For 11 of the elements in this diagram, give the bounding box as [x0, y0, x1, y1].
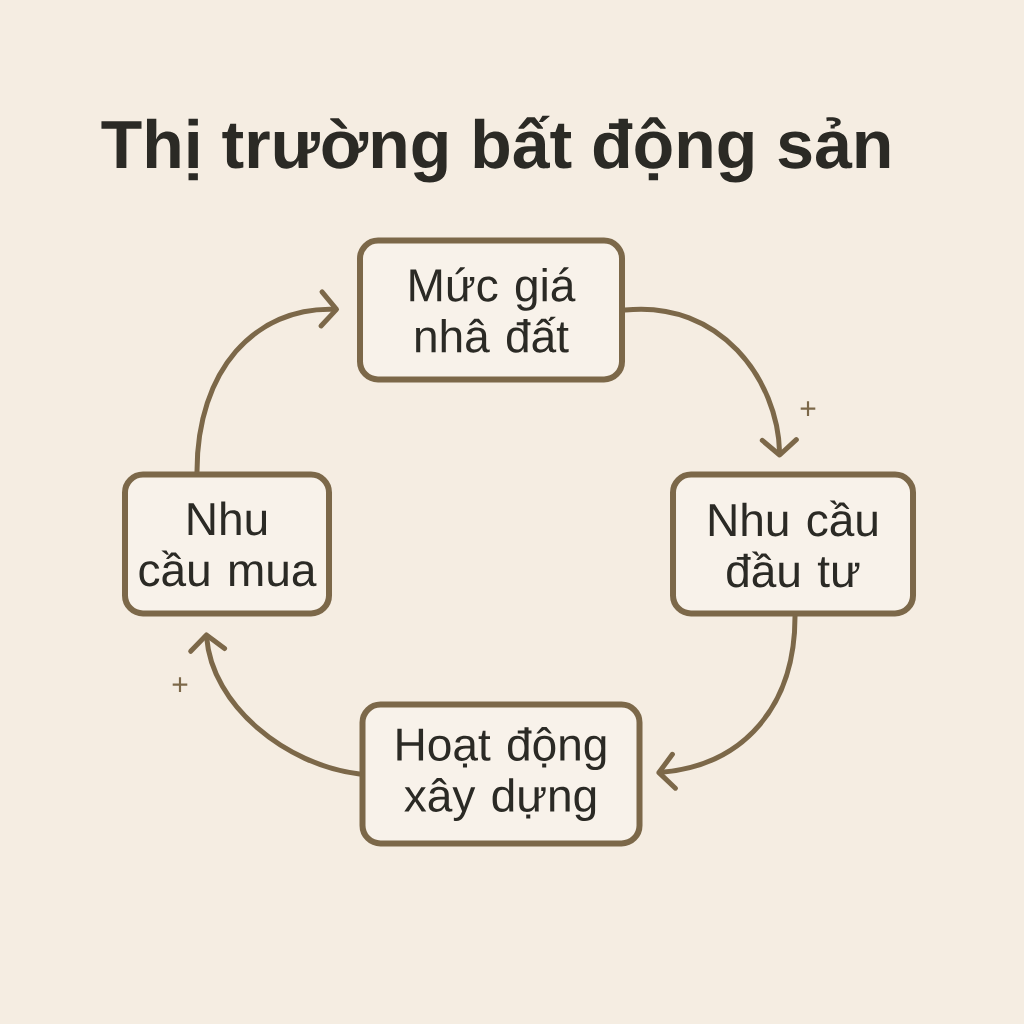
- title: Thị trường bất động sản: [101, 115, 890, 183]
- edge-label: +: [170, 676, 190, 696]
- process-box: Nhu cầu đầu tư: [670, 471, 916, 617]
- curved-arrow: [656, 614, 798, 791]
- curved-arrow: [622, 306, 799, 458]
- process-box: Nhu cầu mua: [122, 471, 332, 617]
- edge-label: +: [798, 400, 818, 420]
- curved-arrow: [194, 289, 339, 474]
- curved-arrow: [188, 632, 362, 777]
- process-box: Mức giá nhâ đất: [357, 237, 625, 383]
- process-box: Hoạt động xây dựng: [359, 701, 643, 847]
